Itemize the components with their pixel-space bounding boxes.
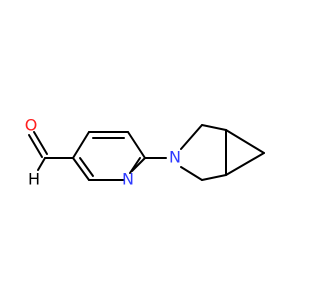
bond-cyclopropane-bottom [225, 152, 265, 176]
bond-ring-1 [72, 131, 90, 159]
bond-ring-double-left [79, 157, 94, 177]
oxygen-label: O [25, 116, 38, 135]
bond-amine-lower [180, 166, 203, 181]
amine-nitrogen-label: N [169, 148, 181, 167]
molecule-canvas: O H N N [24, 115, 265, 189]
bond-ring-double-right [129, 157, 141, 174]
bond-amine-upper [180, 124, 203, 150]
molecule-diagram: O H N N [25, 116, 265, 189]
bond-ring-6 [72, 157, 90, 181]
bond-carbonyl-double-inner [33, 131, 48, 155]
bond-ring-3 [127, 131, 146, 159]
bond-aldehyde-hydrogen [37, 157, 46, 171]
bond-bicycle-top [201, 124, 227, 131]
bond-bicycle-bottom [201, 174, 227, 181]
bond-carbonyl-double-outer [28, 134, 43, 158]
pyridine-nitrogen-label: N [122, 170, 134, 189]
bond-cyclopropane-top [225, 129, 265, 154]
hydrogen-label: H [28, 170, 40, 189]
bond-ring-4 [131, 157, 146, 172]
